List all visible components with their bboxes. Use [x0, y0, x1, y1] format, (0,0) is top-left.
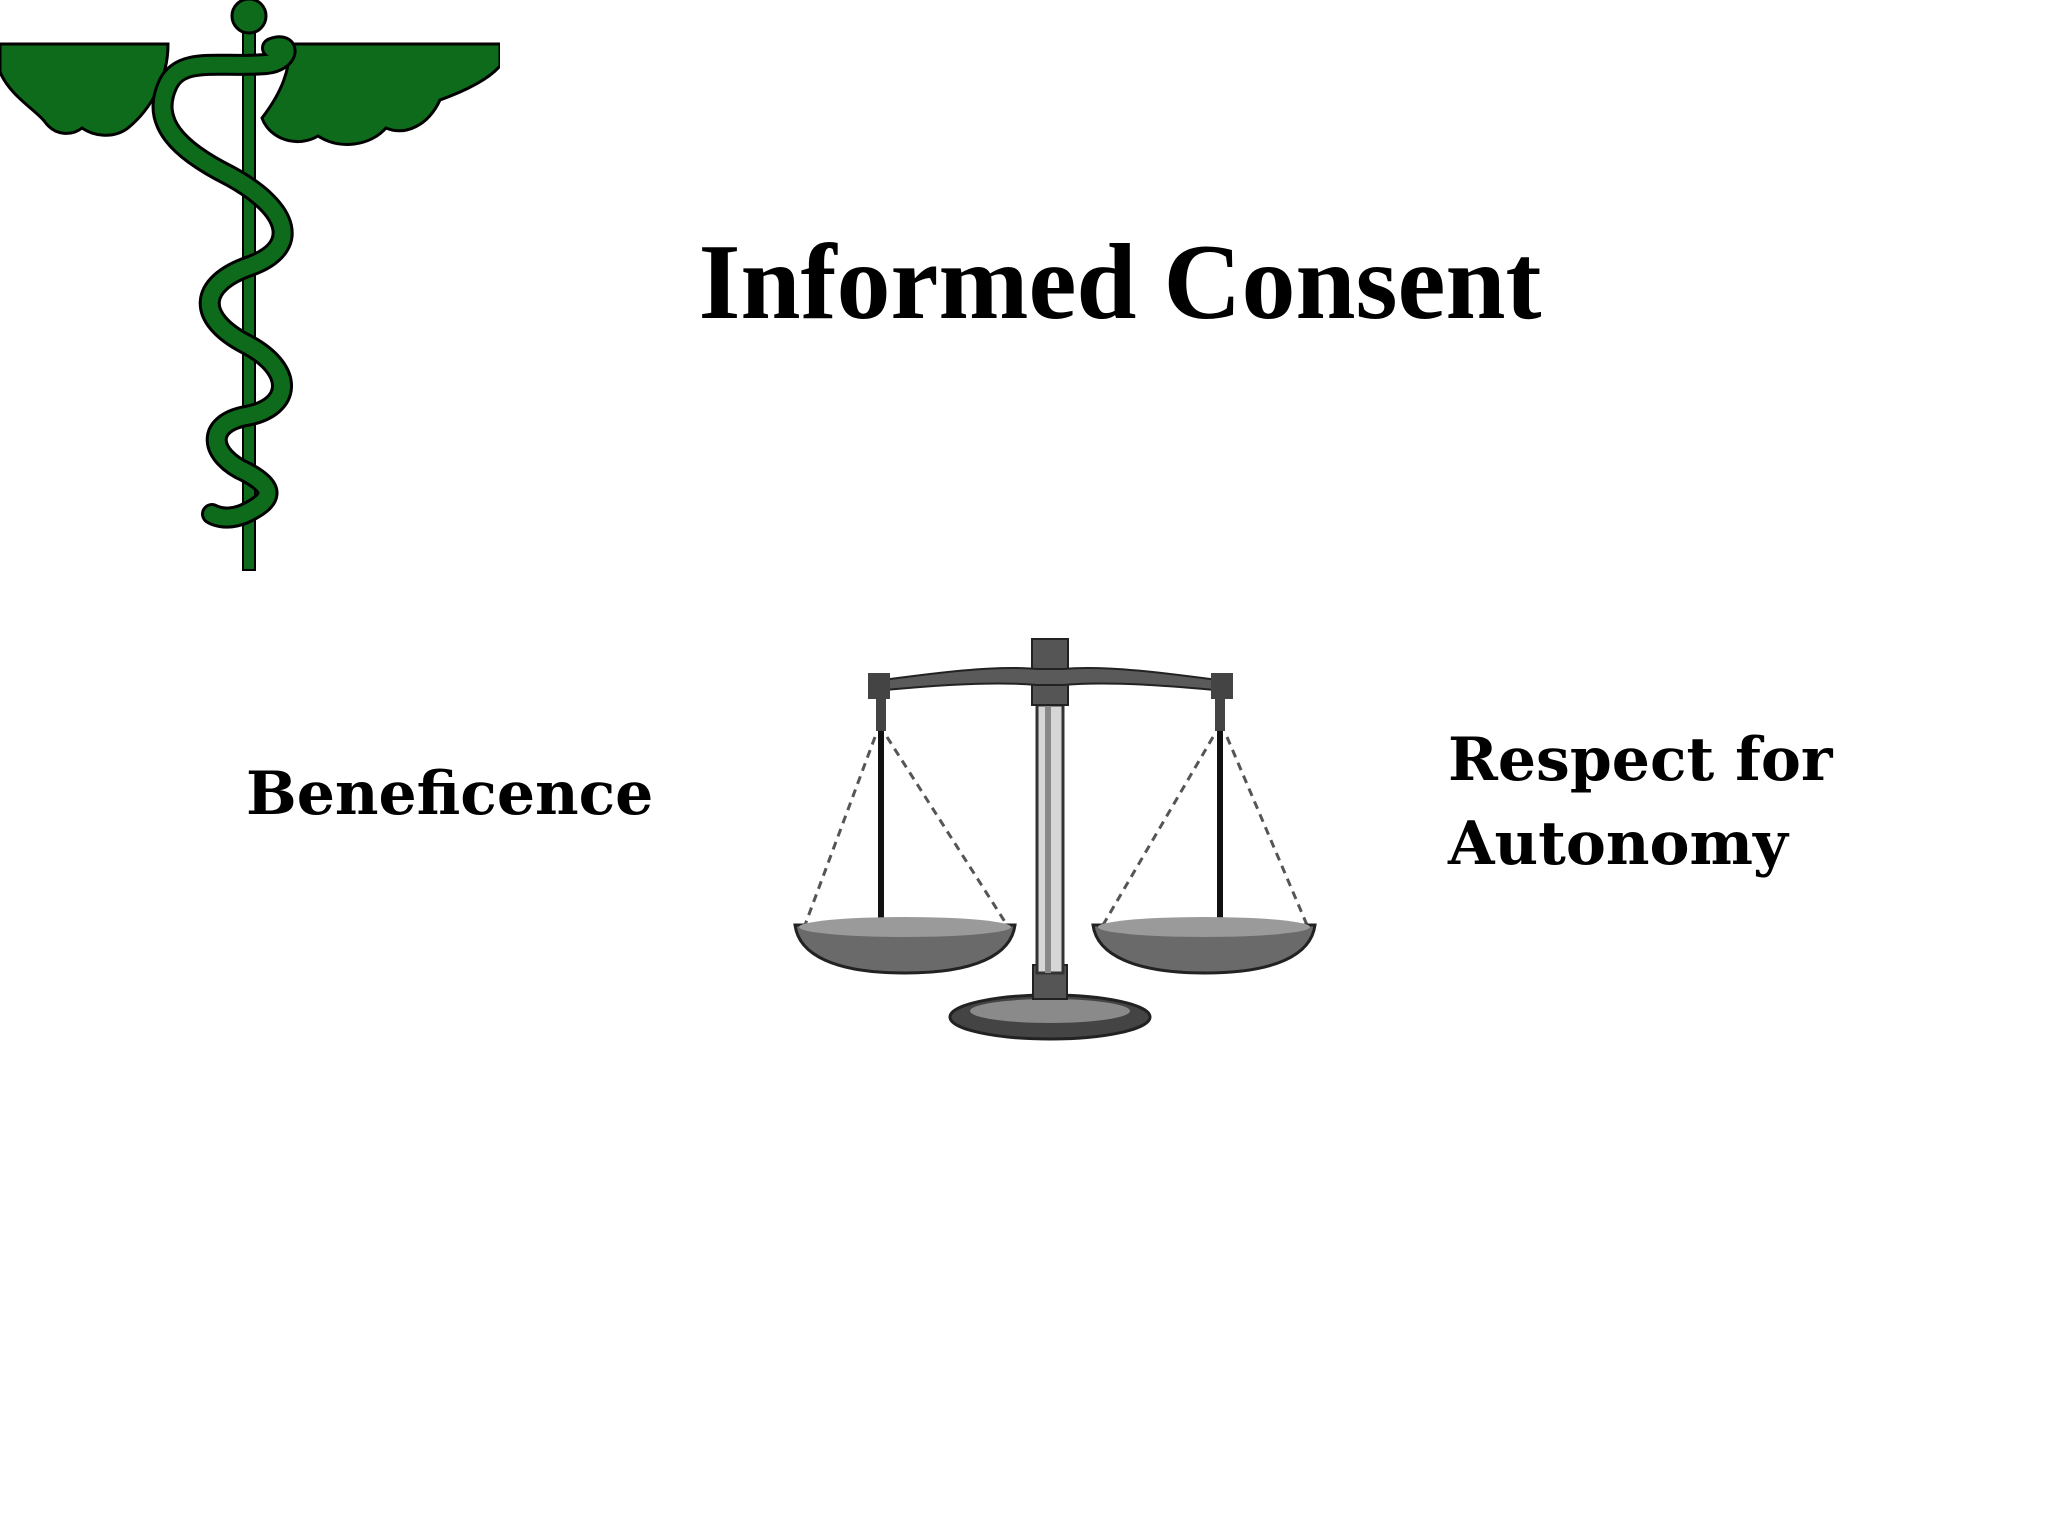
balance-scale-icon: [793, 638, 1317, 1041]
slide-title: Informed Consent: [698, 223, 1542, 342]
respect-for-autonomy-label: Respect for Autonomy: [1448, 718, 1833, 886]
respect-for-autonomy-line-1: Respect for: [1448, 725, 1833, 795]
caduceus-icon: [0, 0, 500, 571]
respect-for-autonomy-line-2: Autonomy: [1448, 809, 1788, 879]
beneficence-label: Beneficence: [246, 759, 654, 829]
